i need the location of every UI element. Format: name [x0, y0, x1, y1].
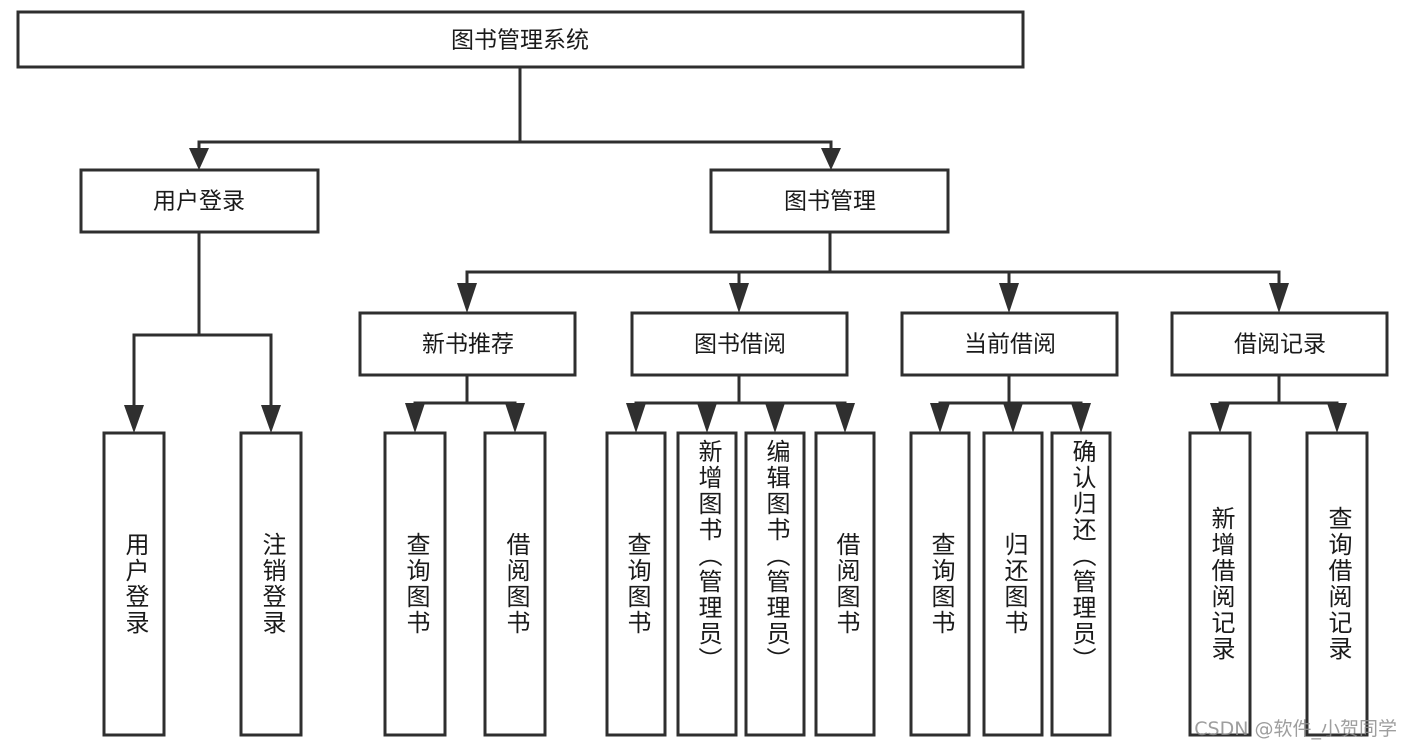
node-book-borrow-label: 图书借阅 — [694, 332, 786, 358]
connector-group-borrow-record — [1210, 373, 1347, 433]
arrow-head-leaf-borrow-book-2 — [835, 403, 855, 433]
leaf-logout-box[interactable] — [239, 431, 303, 737]
node-user-login-label: 用户登录 — [153, 189, 245, 215]
leaf-edit-book-box[interactable] — [744, 431, 806, 737]
leaf-query-book-3-box[interactable] — [909, 431, 971, 737]
node-borrow-record-label: 借阅记录 — [1234, 332, 1326, 358]
arrow-head-leaf-user-login — [124, 405, 144, 433]
node-new-book-rec-box[interactable] — [358, 311, 577, 377]
node-root[interactable]: 图书管理系统 — [16, 10, 1025, 69]
arrow-head-leaf-query-book-1 — [405, 403, 425, 433]
node-current-borrow[interactable]: 当前借阅 — [900, 311, 1119, 377]
leaf-add-book-box[interactable] — [676, 431, 738, 737]
arrow-head-borrow-record — [1269, 283, 1289, 313]
arrow-head-leaf-add-record — [1210, 403, 1230, 433]
leaf-borrow-book-1-box[interactable] — [483, 431, 547, 737]
arrow-head-leaf-logout — [261, 405, 281, 433]
leaf-add-record-box[interactable] — [1188, 431, 1252, 737]
arrow-head-leaf-borrow-book-1 — [505, 403, 525, 433]
arrow-head-user-login — [189, 148, 209, 170]
node-current-borrow-label: 当前借阅 — [964, 332, 1056, 358]
node-borrow-record[interactable]: 借阅记录 — [1170, 311, 1389, 377]
leaf-return-book-box[interactable] — [982, 431, 1044, 737]
node-root-label: 图书管理系统 — [451, 28, 589, 54]
arrow-head-leaf-query-record — [1327, 403, 1347, 433]
leaf-borrow-book-2-box[interactable] — [814, 431, 876, 737]
arrow-head-leaf-query-book-3 — [930, 403, 950, 433]
node-book-borrow-box[interactable] — [630, 311, 849, 377]
arrow-head-book-borrow — [729, 283, 749, 313]
node-book-manage-box[interactable] — [709, 168, 950, 234]
leaf-user-login-box[interactable] — [102, 431, 166, 737]
leaf-confirm-return-box[interactable] — [1050, 431, 1112, 737]
arrow-head-leaf-edit-book — [765, 403, 785, 433]
csdn-watermark: CSDN @软件_小贺同学 — [1194, 718, 1397, 740]
leaf-query-record-box[interactable] — [1305, 431, 1369, 737]
leaf-boxes — [102, 431, 1369, 737]
node-user-login[interactable]: 用户登录 — [79, 168, 320, 234]
connector-group-user-login — [124, 230, 281, 433]
node-book-manage[interactable]: 图书管理 — [709, 168, 950, 234]
arrow-head-new-book-rec — [457, 283, 477, 313]
connector-group-book-manage — [457, 230, 1289, 313]
node-book-borrow[interactable]: 图书借阅 — [630, 311, 849, 377]
node-root-box[interactable] — [16, 10, 1025, 69]
node-new-book-rec-label: 新书推荐 — [422, 332, 514, 358]
arrow-head-current-borrow — [999, 283, 1019, 313]
node-user-login-box[interactable] — [79, 168, 320, 234]
connector-group-current-borrow — [930, 373, 1091, 433]
leaf-query-book-2-box[interactable] — [605, 431, 667, 737]
arrow-head-leaf-confirm-return — [1071, 403, 1091, 433]
leaf-query-book-1-box[interactable] — [383, 431, 447, 737]
connector-group-new-book-rec — [405, 373, 525, 433]
node-book-manage-label: 图书管理 — [784, 189, 876, 215]
connector-group-root — [189, 65, 841, 170]
node-current-borrow-box[interactable] — [900, 311, 1119, 377]
node-borrow-record-box[interactable] — [1170, 311, 1389, 377]
connector-group-book-borrow — [626, 373, 855, 433]
arrow-head-leaf-return-book — [1003, 403, 1023, 433]
arrow-head-leaf-query-book-2 — [626, 403, 646, 433]
node-new-book-rec[interactable]: 新书推荐 — [358, 311, 577, 377]
arrow-head-leaf-add-book — [697, 403, 717, 433]
arrow-head-book-manage — [821, 148, 841, 170]
